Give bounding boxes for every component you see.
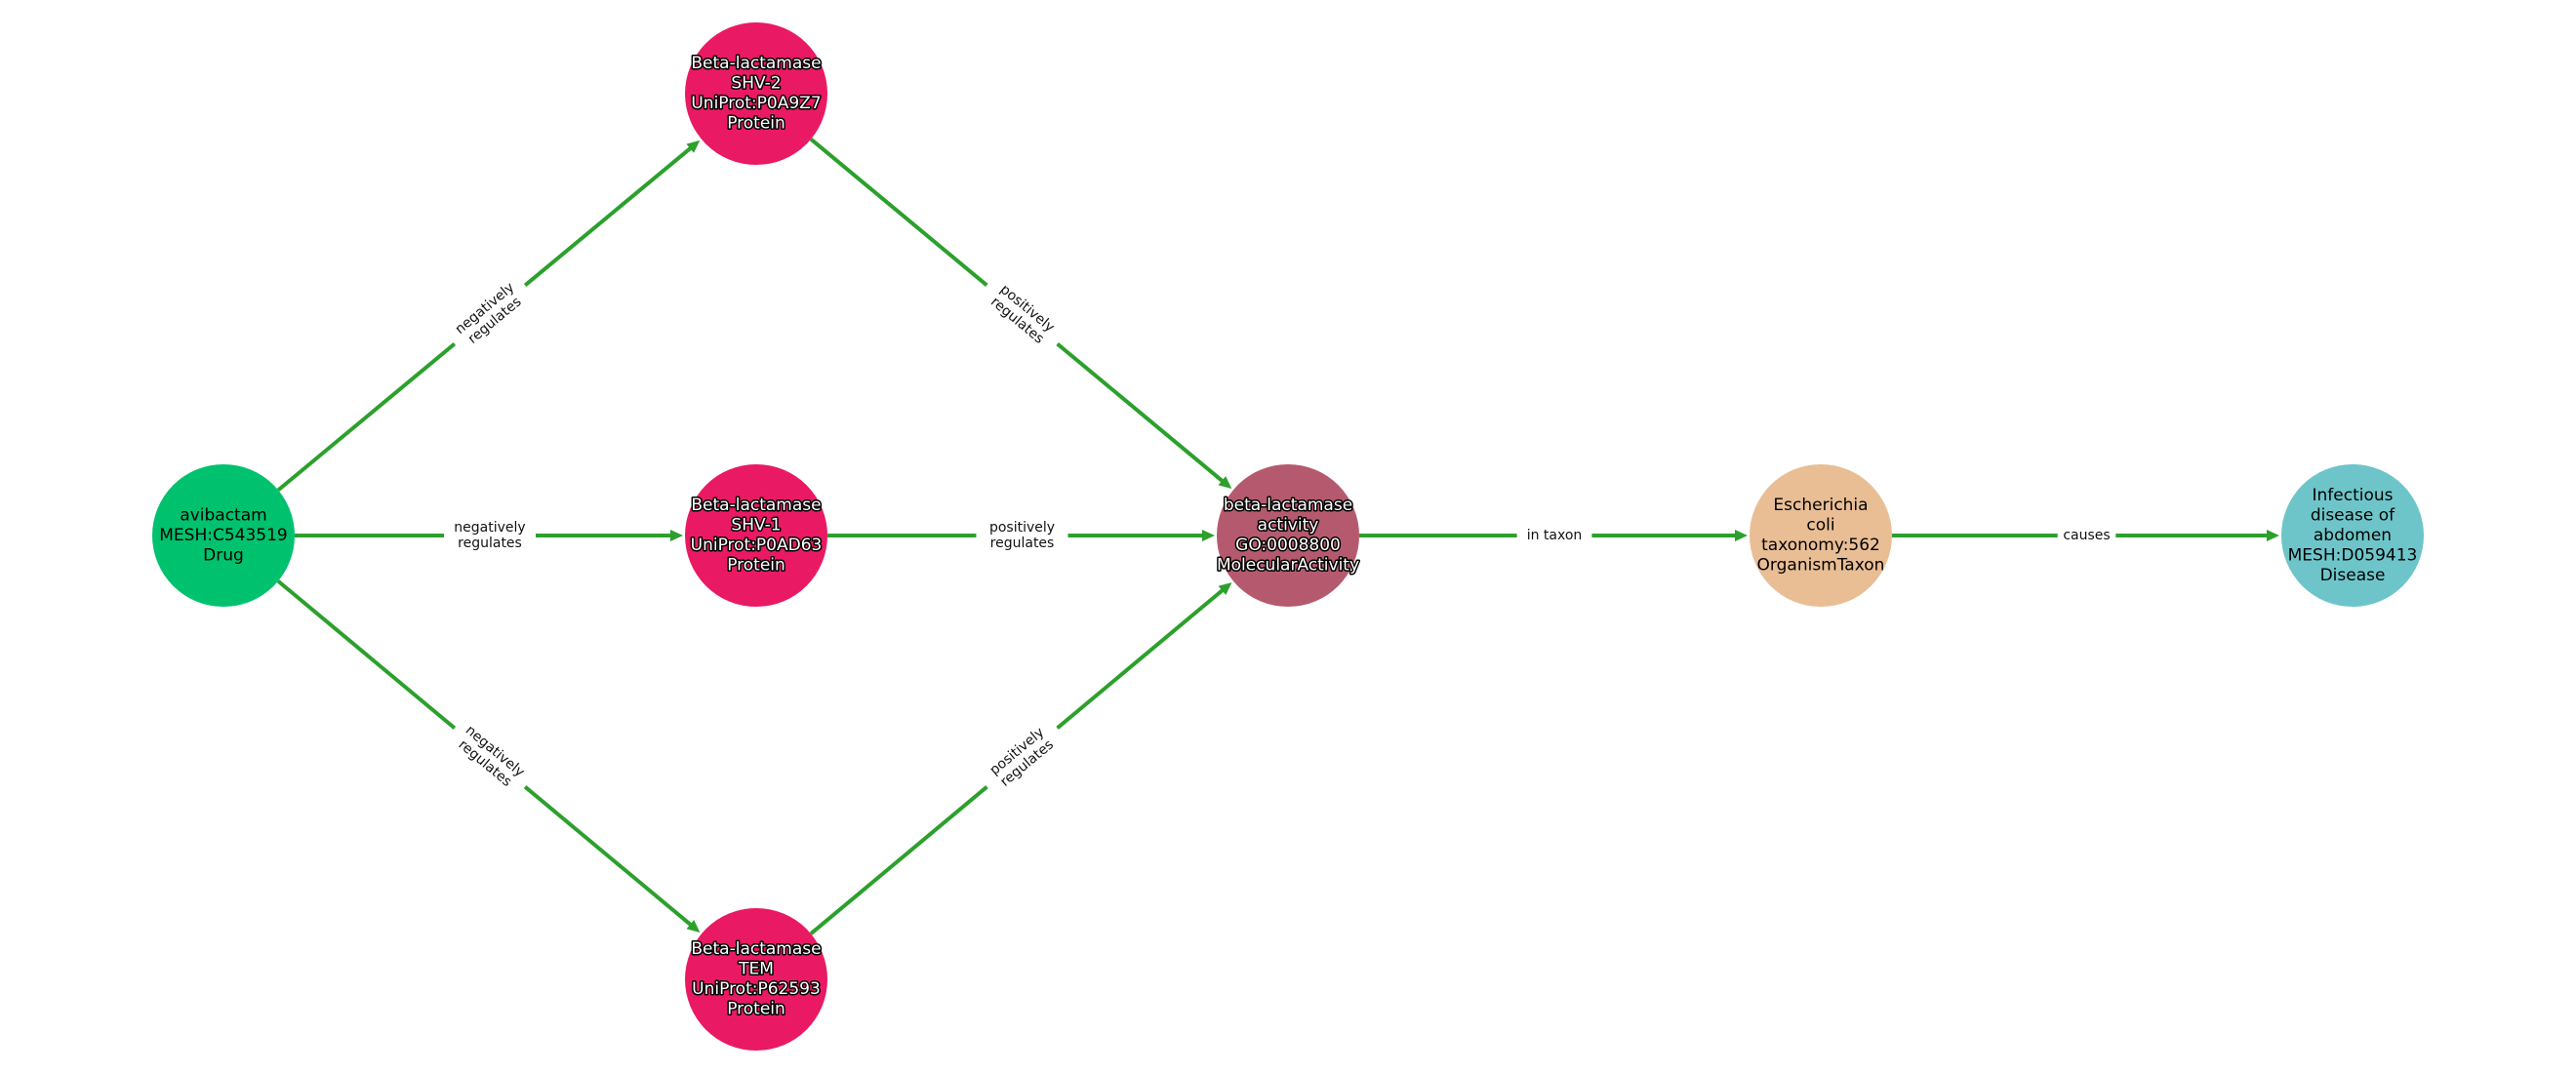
- node-label: Protein: [727, 1000, 785, 1019]
- edge-label-background: [443, 271, 537, 358]
- node-circle[interactable]: [685, 22, 827, 165]
- node-label: UniProt:P62593: [692, 979, 821, 999]
- node-label: Disease: [2320, 566, 2386, 585]
- edge-label-text: in taxon: [1527, 528, 1583, 543]
- edge-label-background: [1516, 526, 1592, 545]
- node-circle[interactable]: [685, 464, 827, 607]
- node-label: Protein: [727, 556, 785, 576]
- arrowhead-icon: [1735, 530, 1748, 541]
- node-label: MESH:D059413: [2288, 545, 2418, 565]
- arrowhead-icon: [670, 530, 683, 541]
- edge-label: causes: [2057, 526, 2116, 545]
- node-label: OrganismTaxon: [1757, 556, 1885, 576]
- edge-label-text: positively: [989, 520, 1055, 536]
- arrowhead-icon: [686, 139, 701, 153]
- node-label: Beta-lactamase: [691, 54, 821, 73]
- node-label: taxonomy:562: [1761, 536, 1880, 555]
- edge-label-text: causes: [2063, 528, 2110, 543]
- arrowhead-icon: [686, 920, 701, 933]
- node-label: GO:0008800: [1235, 536, 1341, 555]
- node-circle[interactable]: [1750, 464, 1892, 607]
- edge-label-text: regulates: [458, 536, 522, 551]
- node-label: MolecularActivity: [1217, 556, 1359, 576]
- node-label: beta-lactamase: [1224, 496, 1352, 515]
- node-label: activity: [1258, 516, 1319, 536]
- node-label: TEM: [738, 960, 774, 979]
- edge-label-background: [443, 714, 537, 801]
- node-label: Beta-lactamase: [691, 496, 821, 515]
- node-label: MESH:C543519: [159, 526, 287, 545]
- node-activity[interactable]: beta-lactamaseactivityGO:0008800Molecula…: [1215, 464, 1361, 607]
- edge-label-background: [976, 518, 1068, 553]
- node-label: Protein: [727, 114, 785, 134]
- node-label: UniProt:P0A9Z7: [691, 94, 821, 113]
- edge-label: in taxon: [1516, 526, 1592, 545]
- edge-label-background: [2057, 526, 2116, 545]
- arrowhead-icon: [1218, 582, 1232, 596]
- edge-label-text: regulates: [990, 536, 1055, 551]
- node-circle[interactable]: [152, 464, 295, 607]
- node-label: UniProt:P0AD63: [691, 536, 823, 555]
- edge-label-background: [975, 714, 1069, 801]
- nodes-layer: avibactamMESH:C543519DrugBeta-lactamaseS…: [152, 22, 2424, 1051]
- arrowhead-icon: [2267, 530, 2279, 541]
- edge-label-background: [975, 271, 1069, 358]
- node-label: SHV-2: [731, 74, 781, 94]
- node-label: SHV-1: [731, 516, 781, 536]
- node-circle[interactable]: [685, 908, 827, 1051]
- node-label: avibactam: [180, 505, 266, 525]
- node-label: abdomen: [2314, 526, 2392, 545]
- node-label: disease of: [2311, 505, 2395, 525]
- node-label: Drug: [203, 545, 244, 565]
- edge-label-background: [444, 518, 536, 553]
- node-label: coli: [1806, 516, 1834, 536]
- node-circle[interactable]: [1217, 464, 1359, 607]
- node-label: Infectious: [2313, 486, 2394, 505]
- node-label: Beta-lactamase: [691, 939, 821, 959]
- arrowhead-icon: [1202, 530, 1215, 541]
- edge-label-text: negatively: [454, 520, 525, 536]
- node-circle[interactable]: [2281, 464, 2424, 607]
- node-label: Escherichia: [1773, 496, 1868, 515]
- arrowhead-icon: [1218, 476, 1232, 490]
